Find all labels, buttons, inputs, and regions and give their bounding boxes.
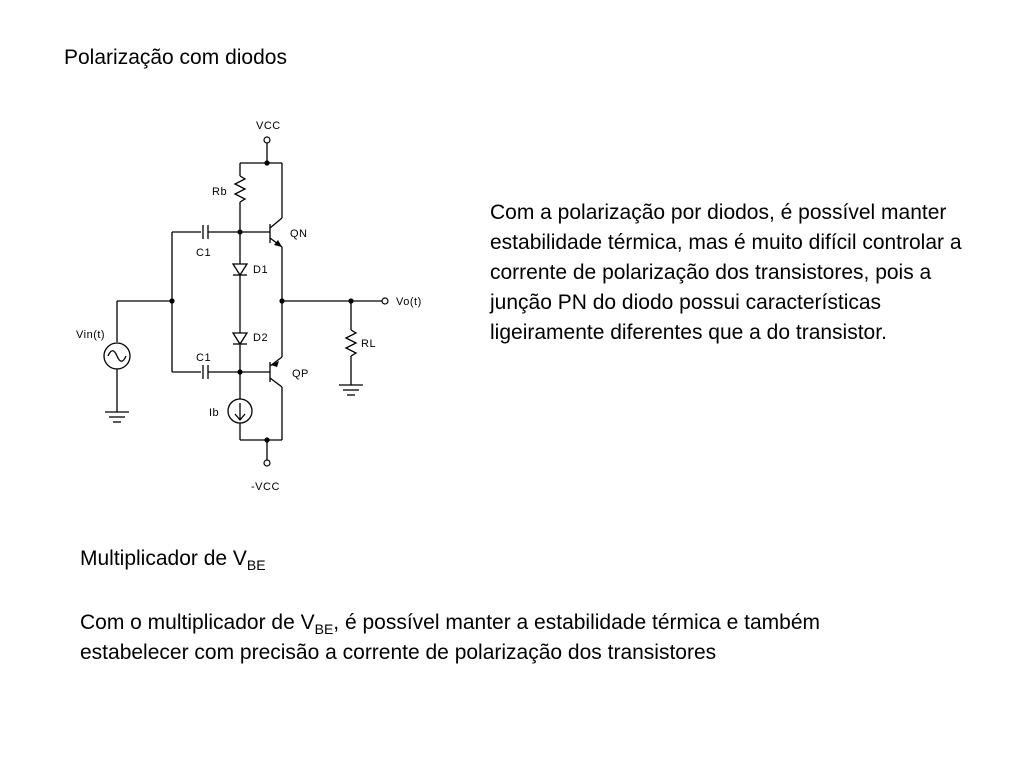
vbe-multiplier-description: Com o multiplicador de VBE, é possível m… bbox=[80, 608, 900, 668]
d1-label: D1 bbox=[253, 264, 268, 276]
para-subscript: BE bbox=[314, 621, 334, 637]
vin-ground-symbol bbox=[105, 411, 129, 423]
para-text-2: , é possível manter a estabilidade térmi… bbox=[80, 611, 821, 664]
neg-vcc-terminal bbox=[263, 459, 271, 467]
qp-label: QP bbox=[292, 368, 309, 380]
section-heading-vbe-multiplier: Multiplicador de VBE bbox=[80, 545, 266, 573]
d2-diode bbox=[231, 332, 249, 346]
d1-diode bbox=[231, 263, 249, 277]
vcc-terminal bbox=[263, 136, 271, 144]
c1-bottom-label: C1 bbox=[196, 352, 211, 364]
ib-label: Ib bbox=[209, 407, 219, 419]
rl-resistor bbox=[344, 329, 358, 357]
vo-label: Vo(t) bbox=[396, 296, 422, 308]
rb-label: Rb bbox=[212, 186, 227, 198]
heading-text: Multiplicador de V bbox=[80, 547, 247, 570]
para-text-1: Com o multiplicador de V bbox=[80, 611, 315, 634]
vin-label: Vin(t) bbox=[76, 329, 105, 341]
rb-resistor bbox=[233, 175, 247, 203]
qp-emitter-arrow bbox=[271, 361, 279, 367]
rl-label: RL bbox=[361, 338, 376, 350]
page-title: Polarização com diodos bbox=[64, 46, 287, 69]
neg-vcc-label: -VCC bbox=[251, 481, 280, 493]
c1-top-label: C1 bbox=[196, 247, 211, 259]
d2-label: D2 bbox=[253, 332, 268, 344]
qn-emitter-arrow bbox=[274, 240, 282, 247]
diode-bias-description: Com a polarização por diodos, é possível… bbox=[490, 201, 962, 344]
vcc-label: VCC bbox=[256, 120, 281, 132]
rl-ground-symbol bbox=[339, 384, 363, 396]
qn-label: QN bbox=[290, 228, 308, 240]
heading-subscript: BE bbox=[246, 557, 266, 573]
vo-terminal bbox=[381, 297, 389, 305]
